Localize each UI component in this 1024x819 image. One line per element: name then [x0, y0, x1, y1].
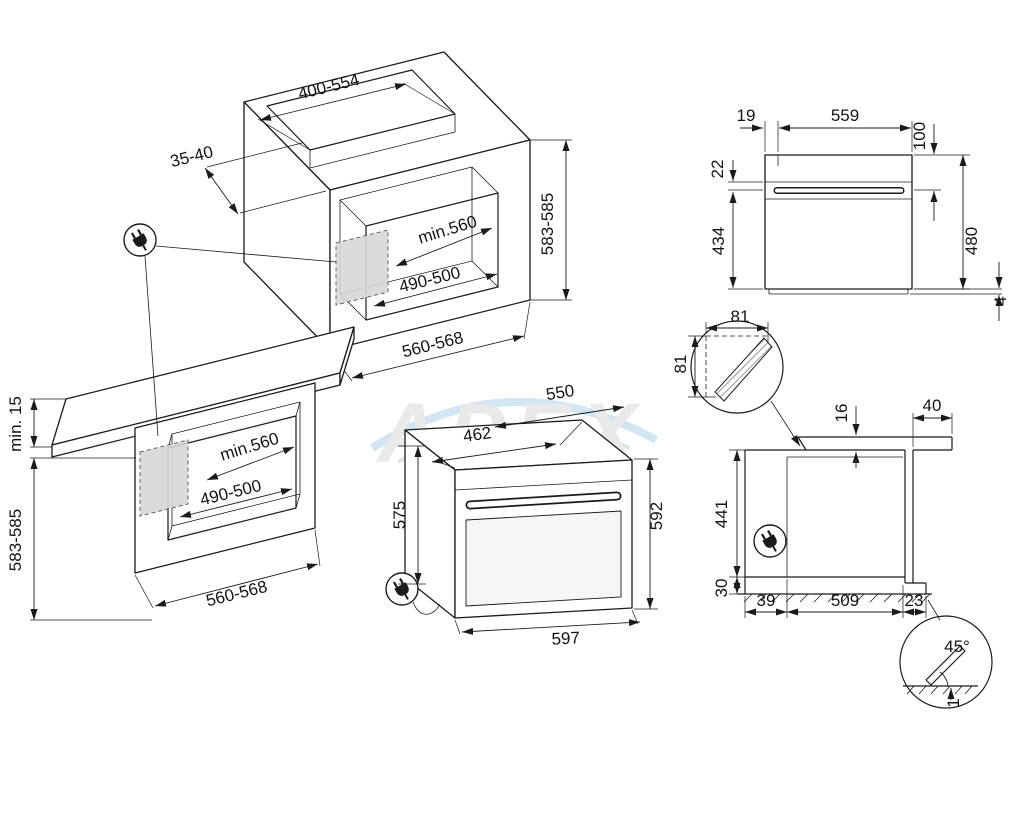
socket-zone-area: [335, 229, 389, 306]
socket-zone-area: [139, 439, 189, 517]
dim-rear-height: 441: [712, 500, 731, 528]
chamfered-plinth: [925, 645, 966, 686]
corner-cutout-detail: 81 81: [671, 307, 801, 447]
door-section: [904, 450, 914, 584]
base-cabinet-view: min. 15 583-585 min.560 490-500 560-568: [6, 326, 355, 621]
dim-niche-height: 583-585: [6, 509, 25, 571]
detail-circle: [899, 615, 993, 709]
plinth-and-floor: [738, 576, 932, 595]
dim-plinth-height: 30: [712, 579, 731, 598]
dim-oven-rear-height: 575: [390, 501, 409, 529]
power-plug-icon: [752, 523, 788, 559]
floor-hatching: [906, 685, 973, 695]
dim-niche-height: 583-585: [538, 193, 557, 255]
dim-shelf-thickness: 16: [832, 404, 851, 423]
power-plug-icon: [122, 222, 158, 258]
dim-niche-width: 560-568: [400, 328, 465, 362]
front-view-outline: [764, 154, 913, 290]
angle-arc: [939, 671, 949, 687]
dim-chamfer-width: 81: [731, 307, 750, 326]
control-panel-line: [454, 479, 633, 491]
power-cable: [412, 601, 441, 615]
oven-door-glass: [465, 510, 622, 607]
dim-oven-front-height: 592: [647, 502, 666, 530]
front-bottom-lip: [768, 289, 909, 295]
dim-handle-gap: 22: [708, 160, 727, 179]
dim-door-height: 434: [709, 227, 728, 255]
dim-niche-width: 560-568: [204, 577, 269, 611]
dim-counter-gap: min. 15: [6, 396, 25, 452]
dim-front-width: 559: [831, 106, 859, 125]
dim-chamfer-height: 81: [671, 355, 690, 374]
dim-plinth-angle: 45°: [944, 637, 970, 656]
dim-oven-depth: 550: [545, 381, 576, 404]
mains-connection: [122, 222, 337, 437]
detail-circle: [690, 320, 784, 414]
dim-depth: 509: [831, 591, 859, 610]
dim-top-clearance: 40: [923, 396, 942, 415]
oven-body-section: [786, 456, 903, 577]
dim-panel-height: 100: [910, 122, 929, 150]
wall-cabinet-view: 400-554 35-40 min.560 490-500 583-585 56…: [168, 51, 572, 382]
chamfer-strip: [714, 337, 773, 402]
dim-plinth-clearance: 1: [944, 698, 963, 707]
oven-front-view: 19 559 100 22 434 480 4: [708, 106, 1010, 321]
niche-back-wall: [744, 449, 798, 594]
floor-hatching: [743, 593, 931, 603]
dim-rear-gap: 39: [757, 591, 776, 610]
dim-oven-width: 597: [551, 628, 580, 648]
dim-side-inset: 19: [737, 106, 756, 125]
counter-side-edge: [339, 326, 355, 386]
dim-overall-height: 480: [962, 227, 981, 255]
dim-oven-top-width: 462: [462, 423, 493, 446]
oven-side-view: 16 40 441 30 39 509 23: [712, 396, 953, 621]
plinth-detail: 45° 1: [899, 615, 993, 709]
dim-bottom-gap: 4: [991, 296, 1010, 305]
dim-front-gap: 23: [905, 591, 924, 610]
power-plug-icon: [384, 571, 420, 607]
worktop-section: [797, 436, 953, 451]
oven-isometric-view: 550 462 575 592 597: [384, 381, 666, 649]
